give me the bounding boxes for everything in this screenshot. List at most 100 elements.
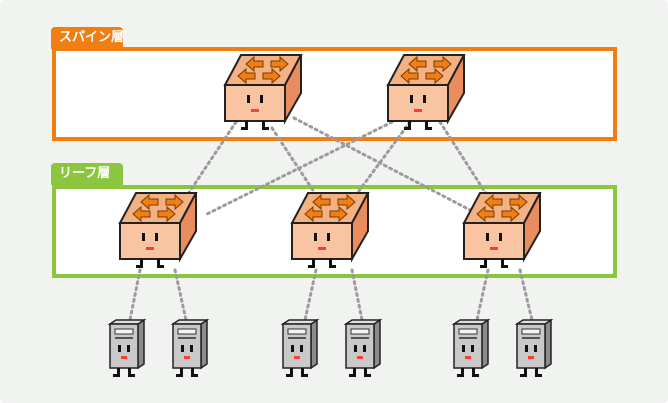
server-6-side (544, 318, 552, 370)
foot-icon (286, 374, 293, 377)
mouth-icon (184, 356, 190, 359)
eye-icon (142, 233, 145, 241)
mouth-icon (465, 356, 471, 359)
arrow-right-icon (329, 205, 348, 223)
leg-icon (117, 368, 120, 376)
server-6 (514, 318, 554, 377)
link-spine1-leaf2 (270, 126, 324, 206)
link-leaf-server-4 (350, 268, 364, 322)
mouth-icon (357, 356, 363, 359)
link-leaf-server-2 (173, 268, 188, 322)
mouth-icon (490, 247, 498, 250)
mouth-icon (414, 109, 422, 112)
links-layer (128, 116, 534, 322)
leg-icon (535, 368, 538, 376)
vent-icon (522, 337, 540, 339)
arrow-right-icon (509, 193, 528, 211)
leg-icon (524, 368, 527, 376)
vent-icon (459, 337, 477, 339)
leaf-switch-1-front (119, 222, 181, 260)
leg-icon (353, 368, 356, 376)
arrow-left-icon (245, 55, 264, 73)
foot-icon (329, 265, 336, 268)
mouth-icon (121, 356, 127, 359)
foot-icon (308, 265, 315, 268)
eye-icon (291, 345, 294, 352)
eye-icon (363, 345, 366, 352)
link-spine2-leaf1 (205, 120, 394, 216)
leg-icon (290, 368, 293, 376)
spine-switch-2-front (387, 84, 449, 122)
drive-slot-icon (350, 328, 370, 335)
eye-icon (181, 345, 184, 352)
server-2-side (200, 318, 208, 370)
leg-icon (501, 259, 504, 267)
arrow-right-icon (262, 67, 281, 85)
foot-icon (113, 374, 120, 377)
leg-icon (408, 121, 411, 129)
leg-icon (364, 368, 367, 376)
server-3 (280, 318, 320, 377)
spine-switch-2 (386, 54, 466, 130)
foot-icon (241, 127, 248, 130)
eye-icon (525, 345, 528, 352)
mouth-icon (251, 109, 259, 112)
eye-icon (155, 233, 158, 241)
server-4-side (373, 318, 381, 370)
arrow-left-icon (484, 193, 503, 211)
link-spine2-leaf3 (438, 120, 494, 205)
foot-icon (472, 374, 479, 377)
link-leaf-server-6 (518, 268, 534, 322)
leg-icon (128, 368, 131, 376)
eye-icon (462, 345, 465, 352)
link-spine1-leaf3 (292, 116, 472, 212)
link-spine1-leaf1 (180, 120, 238, 205)
drive-slot-icon (114, 328, 134, 335)
vent-icon (288, 337, 306, 339)
arrow-left-icon (408, 55, 427, 73)
eye-icon (423, 95, 426, 103)
server-5 (451, 318, 491, 377)
mouth-icon (294, 356, 300, 359)
foot-icon (128, 374, 135, 377)
eye-icon (354, 345, 357, 352)
arrow-right-icon (501, 205, 520, 223)
arrow-right-icon (337, 193, 356, 211)
eye-icon (127, 345, 130, 352)
foot-icon (349, 374, 356, 377)
spine-switch-1-front (224, 84, 286, 122)
foot-icon (457, 374, 464, 377)
arrow-right-icon (270, 55, 289, 73)
drive-slot-icon (458, 328, 478, 335)
drive-slot-icon (177, 328, 197, 335)
arrow-left-icon (476, 205, 495, 223)
server-1-side (137, 318, 145, 370)
arrow-left-icon (237, 67, 256, 85)
foot-icon (176, 374, 183, 377)
eye-icon (247, 95, 250, 103)
leg-icon (312, 259, 315, 267)
leg-icon (245, 121, 248, 129)
foot-icon (535, 374, 542, 377)
leg-icon (140, 259, 143, 267)
link-spine2-leaf2 (348, 120, 412, 205)
drive-slot-icon (521, 328, 541, 335)
eye-icon (471, 345, 474, 352)
server-4 (343, 318, 383, 377)
leg-icon (329, 259, 332, 267)
leaf-switch-3-front (463, 222, 525, 260)
mouth-icon (528, 356, 534, 359)
foot-icon (501, 265, 508, 268)
leaf-switch-1 (118, 192, 198, 268)
mouth-icon (146, 247, 154, 250)
arrow-right-icon (157, 205, 176, 223)
eye-icon (410, 95, 413, 103)
server-1 (107, 318, 147, 377)
leg-icon (262, 121, 265, 129)
spine-layer-box (52, 47, 617, 141)
foot-icon (404, 127, 411, 130)
foot-icon (136, 265, 143, 268)
eye-icon (486, 233, 489, 241)
foot-icon (480, 265, 487, 268)
